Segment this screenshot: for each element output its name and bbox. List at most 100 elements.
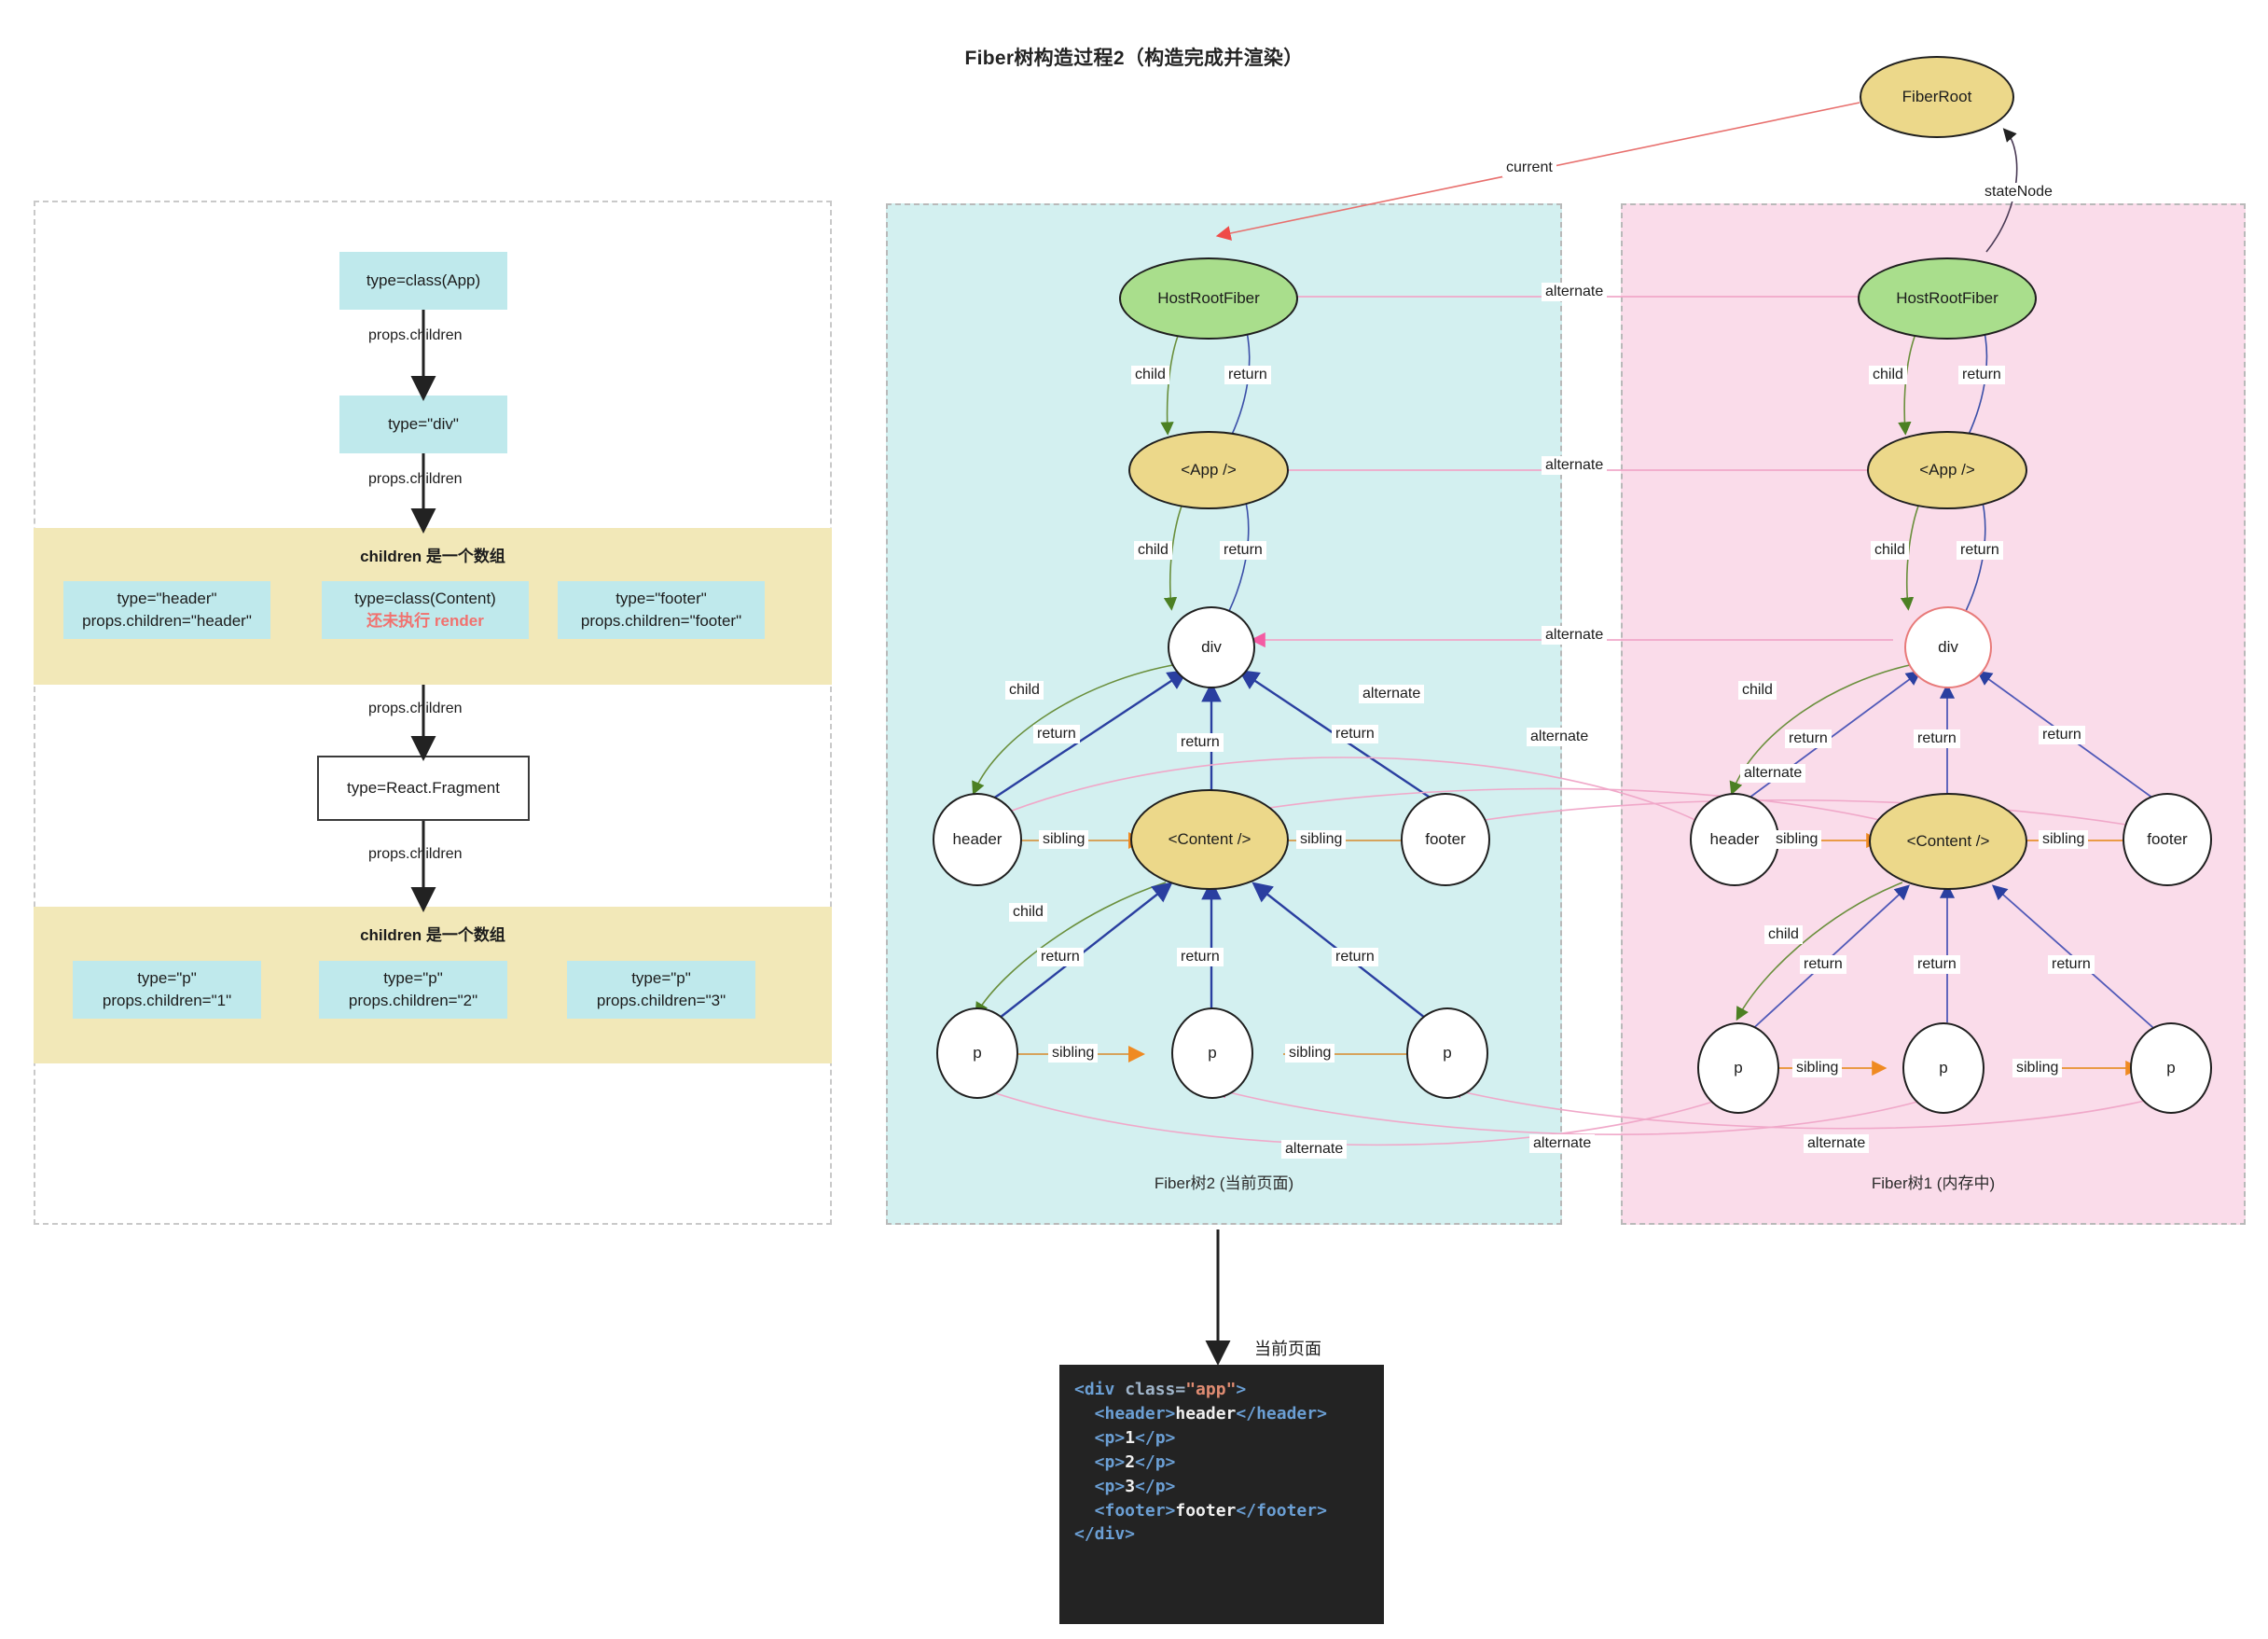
- label-alternate-div: alternate: [1542, 626, 1608, 645]
- tree2-node-footer[interactable]: footer: [1401, 793, 1490, 886]
- tree1-label-child-content: child: [1764, 925, 1803, 944]
- tree2-label-return-content: return: [1177, 733, 1224, 752]
- tree1-label-return-content: return: [1914, 729, 1960, 748]
- tree2-label-return-app: return: [1220, 541, 1266, 560]
- tree1-node-app-label: <App />: [1919, 461, 1975, 479]
- tree1-node-p2[interactable]: p: [1902, 1022, 1984, 1114]
- tree2-label-return-footer: return: [1332, 725, 1378, 743]
- tree2-node-p1[interactable]: p: [936, 1007, 1018, 1099]
- tree2-node-app-label: <App />: [1181, 461, 1237, 479]
- tree1-label-return-footer: return: [2039, 726, 2085, 744]
- tree1-label-sibling-p1-p2: sibling: [1792, 1059, 1843, 1077]
- tree1-node-content[interactable]: <Content />: [1869, 793, 2027, 890]
- tree2-label-return-p3: return: [1332, 948, 1378, 966]
- tree1-node-p2-label: p: [1939, 1059, 1948, 1076]
- element-box-p3: type="p" props.children="3": [567, 961, 755, 1019]
- tree1-label-return-p1: return: [1800, 955, 1846, 974]
- label-alternate-app: alternate: [1542, 456, 1608, 475]
- edge-label-props-children-3: props.children: [366, 700, 465, 718]
- element-box-header-line2: props.children="header": [82, 612, 252, 630]
- label-statenode: stateNode: [1981, 183, 2056, 201]
- tree2-node-header-label: header: [952, 830, 1003, 848]
- tree1-label-sibling-p2-p3: sibling: [2012, 1059, 2063, 1077]
- tree1-node-footer-label: footer: [2147, 830, 2188, 848]
- label-current: current: [1502, 159, 1556, 177]
- tree2-label-return-p2: return: [1177, 948, 1224, 966]
- page-output-label: 当前页面: [1254, 1340, 1321, 1358]
- page-output-code: <div class="app"> <header>header</header…: [1059, 1365, 1384, 1624]
- tree2-label-sibling-p2-p3: sibling: [1285, 1044, 1335, 1063]
- tree2-node-content[interactable]: <Content />: [1130, 789, 1289, 890]
- element-box-p2: type="p" props.children="2": [319, 961, 507, 1019]
- element-box-p2-line1: type="p": [383, 968, 443, 987]
- tree2-label-sibling-content-footer: sibling: [1296, 830, 1347, 849]
- children-array-title-2: children 是一个数组: [360, 926, 505, 944]
- tree2-node-p3[interactable]: p: [1406, 1007, 1488, 1099]
- element-box-app: type=class(App): [339, 252, 507, 310]
- element-box-p3-line2: props.children="3": [596, 992, 726, 1009]
- tree2-node-div[interactable]: div: [1168, 606, 1255, 688]
- node-fiber-root-label: FiberRoot: [1902, 88, 1972, 105]
- tree2-node-p1-label: p: [973, 1044, 982, 1062]
- element-box-p2-line2: props.children="2": [348, 992, 478, 1009]
- tree1-node-footer[interactable]: footer: [2123, 793, 2212, 886]
- element-box-div-label: type="div": [388, 414, 459, 433]
- tree2-node-header[interactable]: header: [933, 793, 1022, 886]
- element-box-content: type=class(Content) 还未执行 render: [322, 581, 529, 639]
- label-alternate-p3: alternate: [1804, 1134, 1870, 1153]
- label-alternate-footer: alternate: [1740, 764, 1806, 783]
- tree2-node-p3-label: p: [1443, 1044, 1452, 1062]
- tree1-node-p1[interactable]: p: [1697, 1022, 1779, 1114]
- element-box-header: type="header" props.children="header": [63, 581, 270, 639]
- tree1-node-div-label: div: [1938, 638, 1958, 656]
- element-box-p1-line2: props.children="1": [102, 992, 232, 1009]
- tree1-node-app[interactable]: <App />: [1867, 431, 2027, 509]
- tree2-label-child-root: child: [1131, 366, 1169, 384]
- element-box-footer: type="footer" props.children="footer": [558, 581, 765, 639]
- tree2-node-div-label: div: [1201, 638, 1222, 656]
- fiber-tree2-caption: Fiber树2 (当前页面): [1154, 1174, 1294, 1192]
- label-alternate-p2: alternate: [1529, 1134, 1596, 1153]
- element-box-p3-line1: type="p": [631, 968, 691, 987]
- tree2-label-child-div: child: [1005, 681, 1044, 700]
- tree2-label-return-header: return: [1033, 725, 1080, 743]
- tree2-label-sibling-p1-p2: sibling: [1048, 1044, 1099, 1063]
- page-title: Fiber树构造过程2（构造完成并渲染）: [964, 48, 1304, 69]
- tree1-node-div[interactable]: div: [1904, 606, 1992, 688]
- label-alternate-root: alternate: [1542, 283, 1608, 301]
- element-box-div: type="div": [339, 396, 507, 453]
- tree1-label-sibling-content-footer: sibling: [2039, 830, 2089, 849]
- tree1-label-return-p2: return: [1914, 955, 1960, 974]
- element-box-fragment: type=React.Fragment: [317, 756, 530, 821]
- label-alternate-content: alternate: [1527, 728, 1593, 746]
- tree1-node-p3-label: p: [2166, 1059, 2176, 1076]
- tree1-label-return-root: return: [1958, 366, 2005, 384]
- label-alternate-header: alternate: [1359, 685, 1425, 703]
- tree2-label-child-app: child: [1134, 541, 1172, 560]
- tree1-node-hostrootfiber-label: HostRootFiber: [1896, 289, 1998, 307]
- tree1-node-hostrootfiber[interactable]: HostRootFiber: [1858, 257, 2037, 340]
- tree1-node-header[interactable]: header: [1690, 793, 1779, 886]
- element-box-content-line1: type=class(Content): [354, 589, 496, 607]
- edge-label-props-children-1: props.children: [366, 326, 465, 345]
- element-box-p1: type="p" props.children="1": [73, 961, 261, 1019]
- node-fiber-root[interactable]: FiberRoot: [1860, 56, 2014, 138]
- tree2-label-return-root: return: [1224, 366, 1271, 384]
- element-box-app-label: type=class(App): [366, 271, 481, 289]
- element-box-p1-line1: type="p": [137, 968, 197, 987]
- children-array-title-1: children 是一个数组: [360, 548, 505, 565]
- tree2-label-return-p1: return: [1037, 948, 1084, 966]
- tree1-node-p3[interactable]: p: [2130, 1022, 2212, 1114]
- tree1-label-child-app: child: [1871, 541, 1909, 560]
- tree1-label-sibling-header-content: sibling: [1772, 830, 1822, 849]
- tree1-node-p1-label: p: [1734, 1059, 1743, 1076]
- tree1-label-return-p3: return: [2048, 955, 2095, 974]
- element-box-footer-line2: props.children="footer": [580, 612, 742, 630]
- element-box-footer-line1: type="footer": [615, 589, 707, 607]
- tree2-node-p2[interactable]: p: [1171, 1007, 1253, 1099]
- tree2-node-app[interactable]: <App />: [1128, 431, 1289, 509]
- tree1-node-header-label: header: [1709, 830, 1760, 848]
- tree1-label-child-div: child: [1738, 681, 1777, 700]
- fiber-tree1-caption: Fiber树1 (内存中): [1871, 1174, 1996, 1192]
- tree2-node-hostrootfiber[interactable]: HostRootFiber: [1119, 257, 1298, 340]
